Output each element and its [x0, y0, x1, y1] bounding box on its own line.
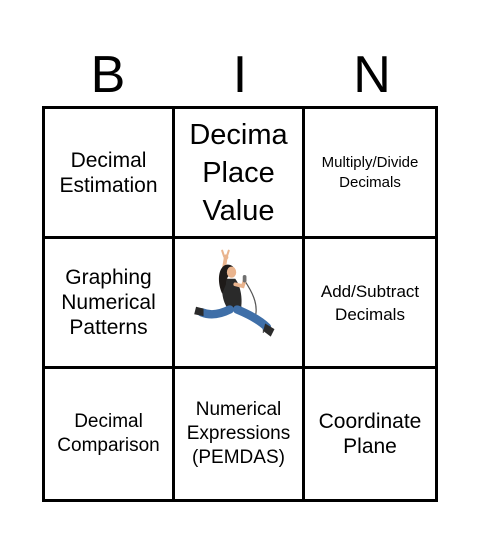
bingo-cell[interactable]: Graphing Numerical Patterns — [45, 239, 175, 369]
cell-text: Numerical Expressions (PEMDAS) — [186, 399, 291, 468]
header-letter-i: I — [232, 46, 248, 104]
cell-text: Multiply/Divide Decimals — [321, 153, 419, 191]
bingo-cell[interactable]: Decimal Comparison — [45, 369, 175, 499]
bingo-cell[interactable]: Decima Place Value — [175, 109, 305, 239]
bingo-cell[interactable]: Add/Subtract Decimals — [305, 239, 435, 369]
rocker-jumping-icon — [193, 249, 274, 337]
bingo-cell[interactable]: Multiply/Divide Decimals — [305, 109, 435, 239]
cell-text: Add/Subtract Decimals — [320, 281, 420, 324]
free-space-cell[interactable] — [175, 239, 305, 369]
header-letter-n: N — [353, 46, 391, 104]
bingo-cell[interactable]: Coordinate Plane — [305, 369, 435, 499]
cell-text: Graphing Numerical Patterns — [61, 266, 156, 339]
cell-text: Coordinate Plane — [318, 410, 422, 458]
cell-text: Decimal Estimation — [59, 148, 158, 197]
cell-text: Decima Place Value — [189, 118, 288, 227]
bingo-card: Decimal Estimation Decima Place Value Mu… — [42, 106, 438, 502]
bingo-cell[interactable]: Decimal Estimation — [45, 109, 175, 239]
bingo-cell[interactable]: Numerical Expressions (PEMDAS) — [175, 369, 305, 499]
cell-text: Decimal Comparison — [57, 411, 160, 456]
header-letter-b: B — [90, 46, 126, 104]
bingo-header: B I N — [42, 46, 438, 104]
